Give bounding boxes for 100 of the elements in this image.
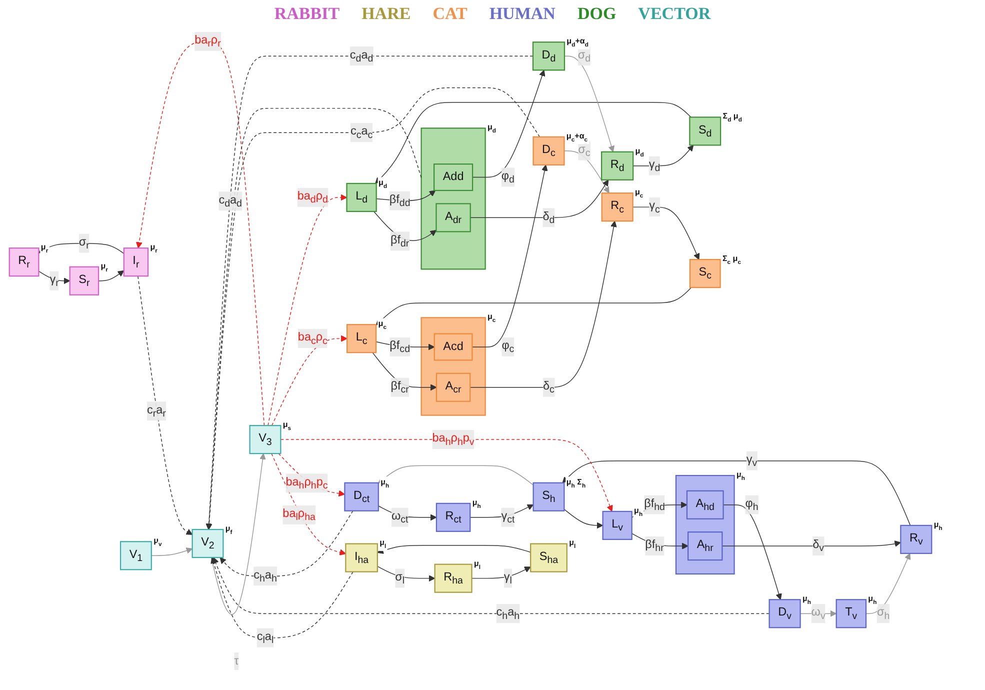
- edge-label: τ: [234, 654, 239, 668]
- node-box: A$_{cr}$: [436, 372, 471, 402]
- arrow: [472, 164, 548, 348]
- rate-label: μ$_{h}$: [380, 477, 390, 490]
- node-box: R$_{r}$: [8, 248, 40, 277]
- arrow: [378, 506, 437, 521]
- node-box: L$_{d}$: [346, 182, 377, 212]
- rate-label: μ$_{d}$: [635, 146, 644, 158]
- arrow: [372, 352, 437, 391]
- node-box: V$_{3}$: [249, 425, 282, 454]
- arrow: [722, 540, 901, 547]
- edge-label: γ$_{c}$: [649, 200, 660, 214]
- edge-label: βf$_{cd}$: [390, 340, 410, 354]
- edge-label: φ$_{h}$: [745, 497, 758, 512]
- arrow: [800, 610, 837, 617]
- edge-label: c$_{r}$a$_{r}$: [147, 404, 166, 419]
- rate-label: Σ$_{c}$ μ$_{c}$: [722, 254, 742, 266]
- edge-label: c$_{l}$a$_{l}$: [256, 630, 274, 646]
- arrow: [377, 566, 436, 582]
- arrow: [138, 276, 193, 535]
- edge-label: ba$_{l}$ρ$_{ha}$: [282, 508, 316, 522]
- node-box: L$_{c}$: [346, 324, 377, 354]
- rate-label: μ$_{h}$: [634, 506, 643, 518]
- node-box: Acd: [434, 333, 473, 361]
- node-box: S$_{h}$: [532, 482, 565, 512]
- edge-label: c$_{c}$a$_{c}$: [350, 125, 373, 140]
- arrow: [268, 194, 348, 426]
- arrow: [98, 270, 124, 282]
- arrow: [136, 41, 265, 426]
- rate-label: μ$_{h}$: [868, 594, 877, 606]
- arrow: [632, 206, 700, 260]
- rate-label: μ$_{h}$: [934, 520, 942, 532]
- node-box: R$_{ha}$: [434, 564, 472, 593]
- arrow: [271, 335, 348, 426]
- group-title: HARE: [362, 4, 411, 24]
- edge-label: γ$_{ct}$: [501, 510, 515, 525]
- edge-label: βf$_{hd}$: [644, 497, 665, 512]
- arrow: [210, 557, 354, 638]
- node-box: S$_{c}$: [689, 258, 721, 288]
- rate-label: μ$_{f}$: [225, 524, 232, 536]
- node-box: D$_{ct}$: [344, 482, 379, 512]
- edge-label: ba$_{h}$ρ$_{h}$p$_{v}$: [432, 432, 474, 447]
- node-box: I$_{ha}$: [345, 543, 378, 572]
- arrow: [210, 453, 266, 615]
- rate-label: μ$_{d}$: [488, 122, 496, 135]
- edge-label: γ$_{d}$: [648, 158, 660, 174]
- edge-label: δ$_{c}$: [543, 380, 554, 395]
- node-box: A$_{hd}$: [686, 490, 724, 520]
- arrow: [377, 544, 531, 554]
- arrow: [564, 150, 610, 194]
- node-box: I$_{r}$: [123, 248, 149, 277]
- arrow: [470, 180, 609, 218]
- rate-label: μ$_{l}$: [569, 538, 576, 550]
- rate-label: μ$_{c}$: [378, 319, 386, 332]
- node-box: A$_{dr}$: [436, 203, 471, 232]
- rate-label: μ$_{c}$: [635, 188, 644, 200]
- node-box: R$_{ct}$: [436, 502, 471, 532]
- node-box: R$_{c}$: [601, 192, 634, 222]
- rate-label: μ$_{r}$: [150, 242, 158, 255]
- arrow: [378, 465, 534, 486]
- arrow: [562, 460, 911, 526]
- arrow: [220, 510, 354, 577]
- rate-label: μ$_{l}$: [474, 558, 481, 571]
- edge-label: ba$_{d}$ρ$_{d}$: [297, 190, 328, 205]
- group-title: CAT: [432, 4, 468, 24]
- arrow: [470, 504, 534, 518]
- edge-label: σ$_{c}$: [578, 144, 590, 158]
- node-box: R$_{d}$: [601, 151, 634, 180]
- node-box: V$_{1}$: [120, 541, 152, 570]
- arrow: [564, 508, 604, 529]
- arrow: [271, 453, 346, 556]
- rate-label: μ$_{c}$+α$_{c}$: [566, 131, 588, 144]
- edge-label: σ$_{l}$: [395, 570, 405, 586]
- edge-label: ba$_{c}$ρ$_{c}$: [298, 331, 328, 346]
- edge-label: ba$_{h}$ρ$_{h}$p$_{c}$: [286, 476, 328, 491]
- rate-label: μ$_{d}$+α$_{d}$: [566, 36, 588, 49]
- rate-label: μ$_{v}$: [154, 536, 162, 548]
- edge-label: c$_{d}$a$_{d}$: [218, 194, 242, 209]
- arrow: [38, 270, 70, 284]
- group-title: HUMAN: [489, 4, 556, 24]
- rate-label: μ$_{h}$ Σ$_{h}$: [566, 477, 586, 490]
- arrow: [471, 566, 531, 579]
- group-title: VECTOR: [638, 4, 711, 24]
- rate-label: μ$_{h}$: [802, 594, 811, 606]
- node-box: L$_{v}$: [602, 510, 632, 540]
- edge-label: c$_{h}$a$_{h}$: [254, 568, 277, 584]
- node-box: D$_{d}$: [532, 42, 566, 71]
- rate-label: μ$_{h}$: [736, 470, 745, 482]
- edge-label: βf$_{dr}$: [390, 234, 410, 249]
- arrow: [373, 211, 437, 241]
- arrow: [472, 70, 546, 178]
- edge-label: φ$_{d}$: [501, 170, 514, 185]
- arrow: [278, 453, 345, 497]
- edge-label: c$_{h}$a$_{h}$: [496, 606, 520, 622]
- rate-label: Σ$_{d}$ μ$_{d}$: [722, 112, 742, 124]
- rate-label: μ$_{h}$: [472, 498, 481, 510]
- node-box: S$_{r}$: [69, 266, 100, 296]
- group-title: RABBIT: [274, 4, 340, 24]
- arrow: [151, 548, 193, 556]
- rate-label: μ$_{c}$: [488, 312, 496, 324]
